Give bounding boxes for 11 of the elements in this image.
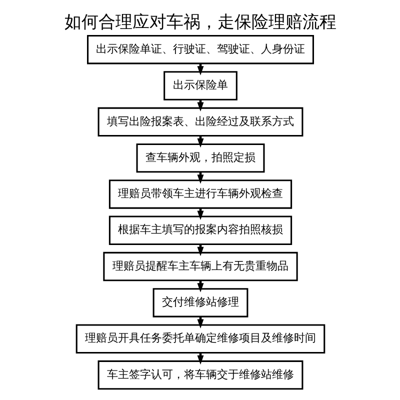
node-box: 车主签字认可，将车辆交于维修站维修 xyxy=(97,360,303,390)
node-box: 根据车主填写的报案内容拍照核损 xyxy=(108,216,292,246)
node-box: 交付维修站修理 xyxy=(152,288,248,318)
node-box: 理赔员提醒车主车辆上有无贵重物品 xyxy=(102,252,298,282)
node-box: 查车辆外观，拍照定损 xyxy=(136,143,264,173)
node-box: 理赔员带领车主进行车辆外观检查 xyxy=(108,180,292,209)
node-box: 理赔员开具任务委托单确定维修项目及维修时间 xyxy=(75,324,325,354)
node-box: 出示保险单 xyxy=(163,71,237,100)
node-box: 填写出险报案表、出险经过及联系方式 xyxy=(97,107,303,137)
node-box: 出示保险单证、行驶证、驾驶证、人身份证 xyxy=(86,34,314,64)
diagram-title: 如何合理应对车祸，走保险理赔流程 xyxy=(64,12,336,32)
